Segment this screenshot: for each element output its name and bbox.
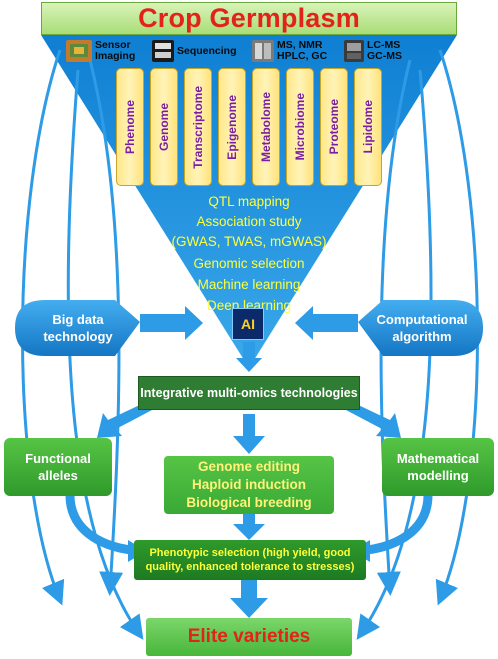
title-banner: Crop Germplasm bbox=[41, 2, 457, 35]
tech-ms-nmr: MS, NMR HPLC, GC bbox=[252, 40, 327, 62]
integrative-box: Integrative multi-omics technologies bbox=[138, 376, 360, 410]
method-qtl-mapping: QTL mapping bbox=[208, 194, 290, 209]
right-input-bubble bbox=[358, 300, 483, 356]
arrow-breeding-to-phenotypic bbox=[233, 514, 265, 540]
omics-genome: Genome bbox=[150, 68, 178, 186]
ai-chip-icon: AI bbox=[232, 308, 264, 340]
functional-alleles-box: Functional alleles bbox=[4, 438, 112, 496]
big-data-label: Big data technology bbox=[43, 312, 113, 344]
arrow-integrative-to-breeding bbox=[233, 414, 265, 454]
phenotypic-label: Phenotypic selection (high yield, good q… bbox=[145, 547, 355, 573]
omics-label: Phenome bbox=[123, 99, 137, 154]
mathematical-label: Mathematical modelling bbox=[396, 451, 480, 483]
omics-label: Proteome bbox=[327, 99, 341, 155]
method-gwas: (GWAS, TWAS, mGWAS) bbox=[171, 234, 327, 249]
lcms-instrument-icon bbox=[344, 40, 364, 62]
breeding-item-haploid-induction: Haploid induction bbox=[192, 477, 306, 492]
omics-label: Genome bbox=[157, 102, 171, 151]
omics-transcriptome: Transcriptome bbox=[184, 68, 212, 186]
right-input-arrow bbox=[295, 306, 358, 340]
omics-label: Transcriptome bbox=[191, 85, 205, 169]
tech-label: Sequencing bbox=[177, 44, 237, 57]
arrow-integrative-to-functional bbox=[97, 402, 152, 438]
breeding-item-genome-editing: Genome editing bbox=[197, 459, 300, 474]
arrow-functional-to-phenotypic bbox=[65, 494, 133, 555]
funnel-shape bbox=[41, 35, 457, 368]
omics-label: Metabolome bbox=[259, 91, 273, 162]
sequencer-icon bbox=[152, 40, 174, 62]
omics-label: Microbiome bbox=[293, 93, 307, 161]
omics-label: Epigenome bbox=[225, 94, 239, 160]
method-association-study: Association study bbox=[196, 214, 302, 229]
computational-algorithm-label: Computational algorithm bbox=[376, 312, 468, 344]
mathematical-modelling-box: Mathematical modelling bbox=[382, 438, 494, 496]
phenotypic-selection-box: Phenotypic selection (high yield, good q… bbox=[134, 540, 366, 580]
omics-microbiome: Microbiome bbox=[286, 68, 314, 186]
tech-label: LC-MS GC-MS bbox=[367, 39, 402, 62]
sensor-imaging-icon bbox=[66, 40, 92, 62]
integrative-label: Integrative multi-omics technologies bbox=[140, 386, 358, 400]
flow-line-right-mid bbox=[356, 69, 433, 640]
tech-label: Sensor Imaging bbox=[95, 39, 136, 62]
breeding-box: Genome editing Haploid induction Biologi… bbox=[164, 456, 334, 514]
elite-varieties-box: Elite varieties bbox=[146, 618, 352, 656]
omics-epigenome: Epigenome bbox=[218, 68, 246, 186]
page-title: Crop Germplasm bbox=[138, 3, 360, 33]
left-input-bubble bbox=[15, 300, 140, 356]
flow-line-left-mid bbox=[66, 69, 144, 640]
breeding-item-biological-breeding: Biological breeding bbox=[186, 495, 312, 510]
method-genomic-selection: Genomic selection bbox=[193, 256, 305, 271]
ai-label: AI bbox=[241, 316, 255, 332]
method-deep-learning: Deep learning bbox=[206, 298, 292, 313]
omics-phenome: Phenome bbox=[116, 68, 144, 186]
arrow-integrative-to-mathematical bbox=[346, 402, 401, 438]
tech-lcms: LC-MS GC-MS bbox=[344, 40, 402, 62]
tech-sequencing: Sequencing bbox=[152, 40, 237, 62]
tech-label: MS, NMR HPLC, GC bbox=[277, 39, 328, 62]
arrow-mathematical-to-phenotypic bbox=[365, 494, 433, 555]
left-input-arrow bbox=[140, 306, 203, 340]
functional-label: Functional alleles bbox=[25, 451, 91, 483]
ms-instrument-icon bbox=[252, 40, 274, 62]
method-machine-learning: Machine learning bbox=[197, 277, 301, 292]
tech-sensor-imaging: Sensor Imaging bbox=[66, 40, 135, 62]
omics-metabolome: Metabolome bbox=[252, 68, 280, 186]
arrow-ai-to-integrative bbox=[236, 342, 262, 372]
arrow-phenotypic-to-elite bbox=[230, 580, 268, 618]
omics-label: Lipidome bbox=[361, 100, 375, 154]
omics-lipidome: Lipidome bbox=[354, 68, 382, 186]
elite-label: Elite varieties bbox=[187, 626, 311, 647]
omics-proteome: Proteome bbox=[320, 68, 348, 186]
